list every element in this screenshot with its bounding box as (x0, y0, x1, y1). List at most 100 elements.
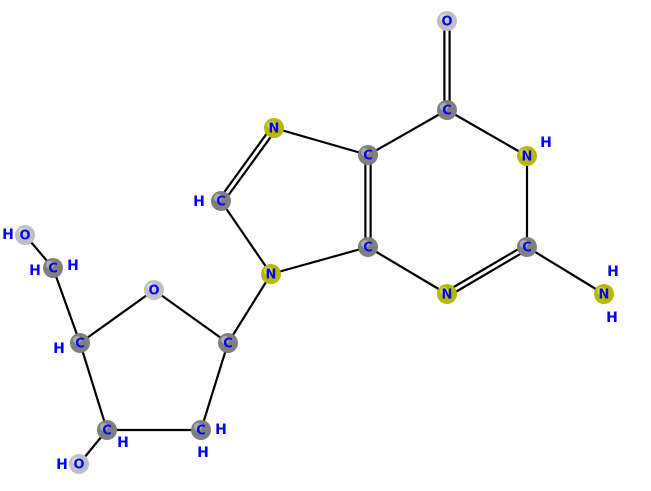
atom-label: C (48, 262, 58, 277)
atom-o3p: O (69, 454, 89, 474)
atom-n3: N (437, 284, 457, 304)
bond-line (219, 199, 273, 276)
atom-label: C (102, 424, 112, 439)
atom-o6: O (437, 11, 457, 31)
atom-highlight (361, 148, 369, 156)
atom-c8: C (211, 191, 231, 211)
atom-label: O (73, 458, 84, 473)
atom-n1: N (517, 146, 537, 166)
atom-highlight (264, 267, 272, 275)
hydrogen-label-c8: H (193, 194, 205, 210)
bond-C4p-C3p (78, 341, 109, 432)
atom-sphere (517, 237, 537, 257)
bond-C5-C6 (366, 108, 449, 157)
hydrogen-label-c2p: H (197, 445, 209, 461)
bond-line (525, 245, 606, 296)
atom-highlight (214, 194, 222, 202)
atom-label: N (599, 288, 610, 303)
atom-c4: C (358, 237, 378, 257)
atom-sphere (15, 225, 35, 245)
atom-label: C (442, 104, 452, 119)
bond-line (447, 248, 530, 298)
hydrogen-label-n2: H (606, 310, 618, 326)
bond-line (51, 266, 82, 345)
bond-line (366, 245, 449, 296)
atom-n9: N (261, 264, 281, 284)
atom-label: N (442, 288, 453, 303)
atom-sphere (358, 145, 378, 165)
atom-c3p: C (97, 420, 117, 440)
atom-c5: C (358, 145, 378, 165)
atom-label: C (363, 149, 373, 164)
atom-c2: C (517, 237, 537, 257)
atom-highlight (267, 121, 275, 129)
atom-sphere (211, 191, 231, 211)
bond-line (222, 128, 278, 204)
atom-sphere (261, 264, 281, 284)
hydrogen-label-n1: H (540, 135, 552, 151)
atom-highlight (440, 103, 448, 111)
atom-highlight (520, 149, 528, 157)
atom-o5p: O (15, 225, 35, 245)
atom-label: C (216, 195, 226, 210)
atom-c4p: C (70, 333, 90, 353)
bond-C1p-O4p (152, 288, 230, 345)
atom-label: N (522, 150, 533, 165)
bond-C5-N7 (272, 126, 370, 157)
atom-highlight (440, 14, 448, 22)
atom-highlight (46, 261, 54, 269)
bond-C4p-C5p (51, 266, 82, 345)
atom-c1p: C (218, 333, 238, 353)
bond-N9-C4 (269, 245, 370, 276)
atom-sphere (517, 146, 537, 166)
atom-sphere (69, 454, 89, 474)
atom-label: C (223, 337, 233, 352)
atom-c5p: C (43, 258, 63, 278)
atom-sphere (191, 420, 211, 440)
atom-highlight (597, 287, 605, 295)
atom-highlight (18, 228, 26, 236)
bond-C8-N9 (219, 199, 273, 276)
bond-line (152, 288, 230, 345)
hydrogen-label-c5p: H (67, 258, 79, 274)
bond-line (199, 341, 230, 432)
hydrogen-label-c5p: H (29, 263, 41, 279)
atom-sphere (43, 258, 63, 278)
bond-line (78, 341, 109, 432)
atom-label: N (269, 122, 280, 137)
atom-c6: C (437, 100, 457, 120)
bond-N9-C1p (226, 272, 273, 345)
atom-highlight (72, 457, 80, 465)
bond-line (217, 125, 273, 201)
atom-sphere (218, 333, 238, 353)
atom-highlight (361, 240, 369, 248)
bond-line (444, 243, 527, 293)
atom-sphere (437, 11, 457, 31)
atom-highlight (100, 423, 108, 431)
atom-highlight (440, 287, 448, 295)
hydrogen-label-o5p: H (2, 227, 14, 243)
hydrogen-label-c3p: H (117, 435, 129, 451)
bond-line (445, 108, 529, 158)
bonds-layer (23, 19, 606, 466)
hydrogen-label-c4p: H (53, 341, 65, 357)
hydrogen-label-n2: H (607, 264, 619, 280)
atom-label: O (148, 284, 159, 299)
bond-N3-C4 (366, 245, 449, 296)
atom-sphere (144, 280, 164, 300)
atom-label: C (363, 241, 373, 256)
atom-highlight (73, 336, 81, 344)
bond-O4p-C4p (78, 288, 156, 345)
bond-C2p-C1p (199, 341, 230, 432)
bond-line (269, 245, 370, 276)
bond-line (78, 288, 156, 345)
atom-highlight (194, 423, 202, 431)
hydrogen-label-c2p: H (215, 422, 227, 438)
atom-label: O (441, 15, 452, 30)
bond-line (366, 108, 449, 157)
atom-highlight (221, 336, 229, 344)
atom-highlight (147, 283, 155, 291)
